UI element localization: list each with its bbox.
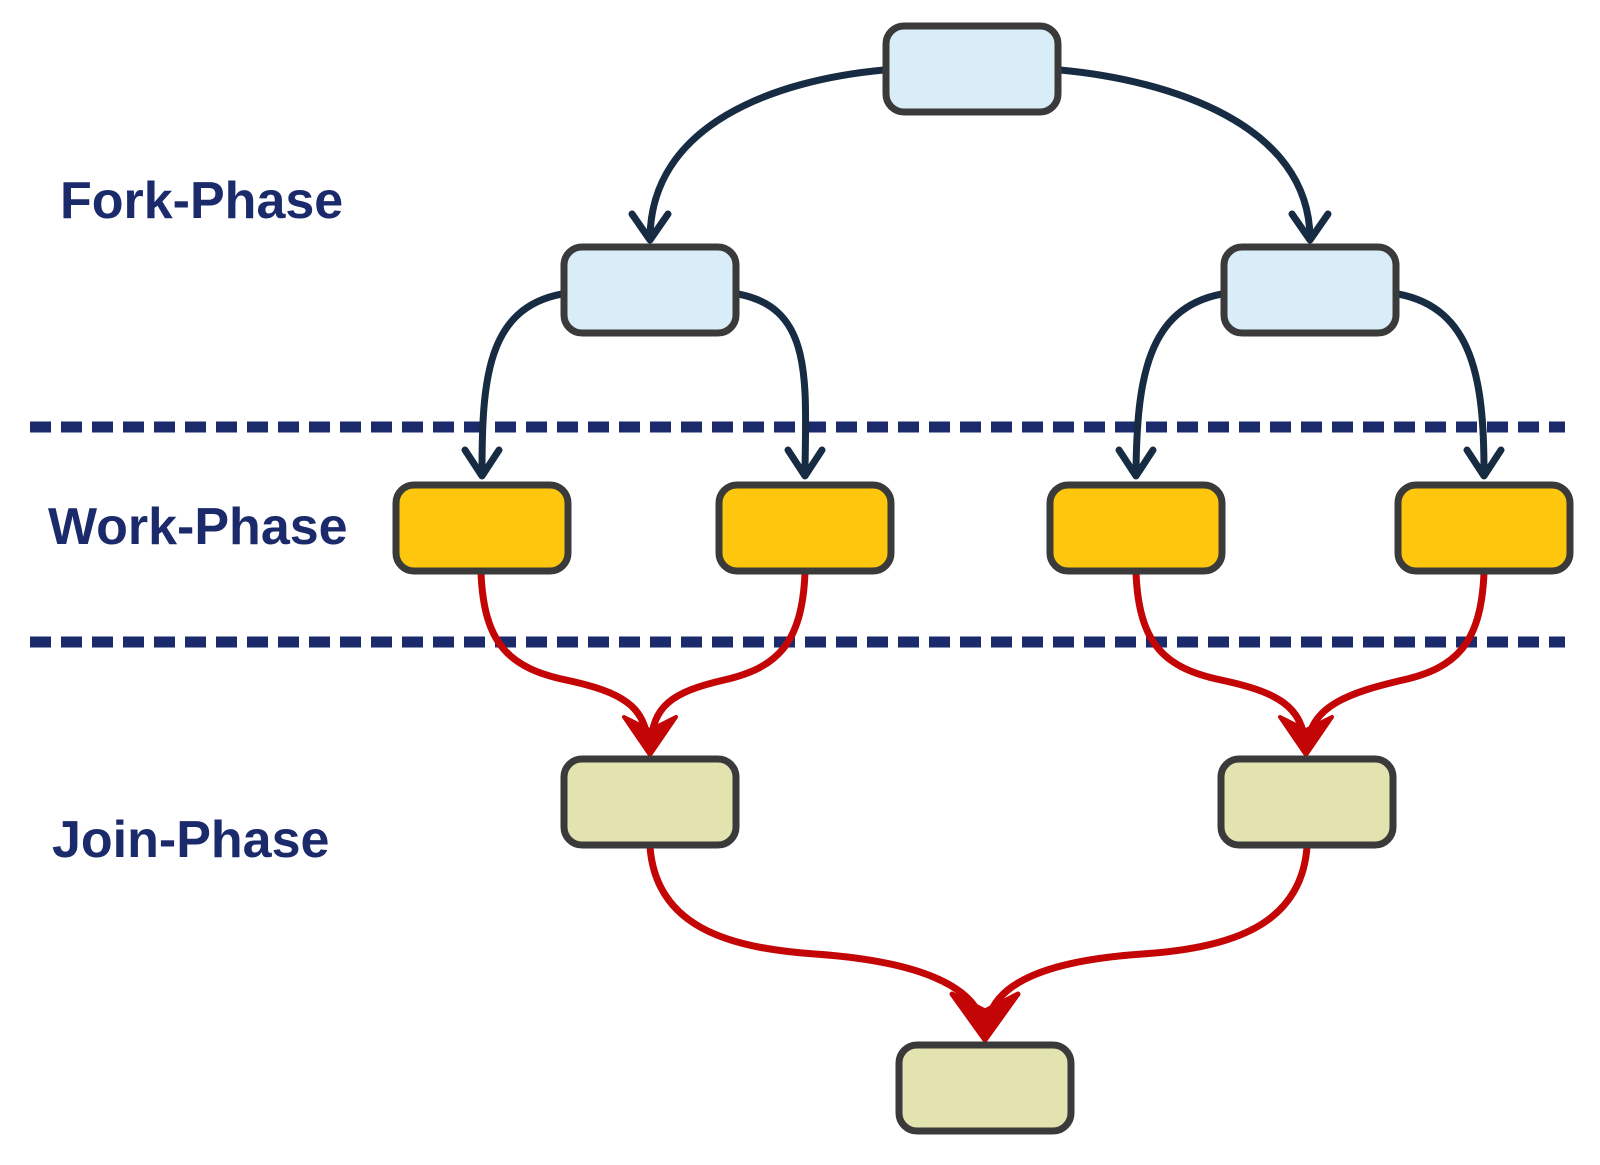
join-arrow-joinright-to-final — [983, 843, 1311, 1032]
fork-root-node — [882, 22, 1062, 116]
fork-arrow-left-to-work2 — [734, 290, 826, 480]
join-arrow-work2-to-joinleft — [647, 569, 809, 750]
work-node-3 — [1046, 481, 1226, 575]
join-right-node — [1217, 755, 1397, 849]
arrowhead-join-left — [622, 715, 678, 757]
join-arrow-work1-to-joinleft — [477, 569, 652, 750]
arrowhead-join-right — [1278, 715, 1334, 757]
fork-arrow-right-to-work3 — [1115, 290, 1226, 480]
work-node-4 — [1394, 481, 1574, 575]
fork-phase-label: Fork-Phase — [60, 172, 343, 230]
work-phase-label: Work-Phase — [48, 498, 348, 556]
work-node-1 — [392, 481, 572, 575]
join-final-node — [895, 1041, 1075, 1135]
join-left-node — [560, 755, 740, 849]
fork-arrow-right-to-work4 — [1394, 290, 1505, 480]
join-phase-label: Join-Phase — [52, 811, 329, 869]
join-arrow-work3-to-joinright — [1132, 569, 1309, 750]
join-arrow-work4-to-joinright — [1304, 569, 1488, 750]
fork-arrow-root-to-left — [628, 66, 888, 244]
fork-right-node — [1220, 243, 1400, 337]
fork-arrow-left-to-work1 — [461, 290, 566, 480]
work-node-2 — [715, 481, 895, 575]
join-arrow-joinleft-to-final — [646, 843, 987, 1032]
arrowhead-final — [949, 991, 1021, 1043]
fork-left-node — [560, 243, 740, 337]
fork-arrow-root-to-right — [1056, 66, 1332, 244]
